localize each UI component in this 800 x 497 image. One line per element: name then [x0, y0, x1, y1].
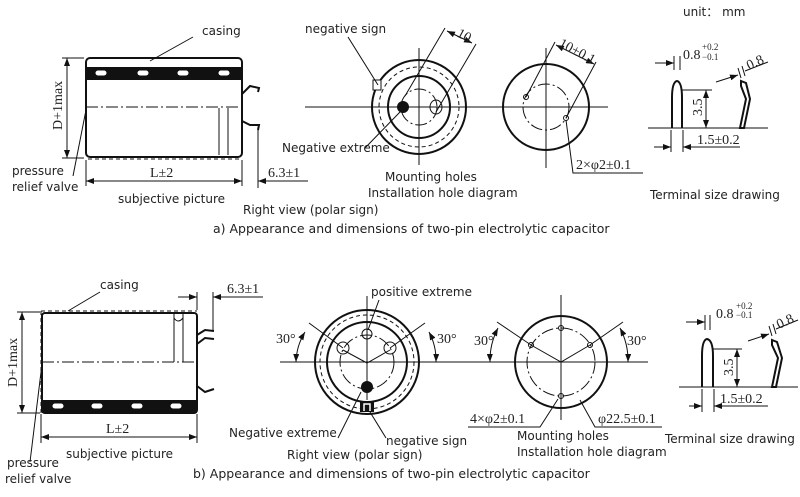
pin-width-dim: 0.8 — [716, 307, 734, 322]
part-b-side-view: casing D+1max L±2 6.3±1 pressure relief … — [5, 278, 263, 486]
tolerance-upper: +0.2 — [702, 42, 718, 52]
pin-height-dim: 3.5 — [722, 359, 737, 377]
negative-sign-label: negative sign — [305, 22, 386, 36]
casing-band — [42, 400, 197, 413]
tolerance-lower: −0.1 — [736, 310, 752, 320]
negative-terminal — [397, 101, 409, 113]
positive-extreme-label: positive extreme — [371, 285, 472, 299]
negative-extreme-label: Negative extreme — [229, 426, 337, 440]
subjective-picture-label: subjective picture — [118, 192, 225, 206]
angle-label: 30° — [627, 334, 647, 349]
caption-a: a) Appearance and dimensions of two-pin … — [213, 221, 610, 236]
part-b-hole-diagram: 30° 30° 4×φ2±0.1 φ22.5±0.1 Mounting hole… — [468, 295, 667, 459]
angle-label: 30° — [437, 332, 457, 347]
terminal-pin-bent — [738, 79, 752, 129]
angle-label: 30° — [276, 332, 296, 347]
pin-spacing-dim: 1.5±0.2 — [720, 392, 763, 407]
right-view-label: Right view (polar sign) — [287, 448, 422, 462]
mounting-hole — [523, 94, 529, 100]
subjective-picture-label: subjective picture — [66, 447, 173, 461]
casing-label: casing — [100, 278, 139, 292]
mounting-hole — [528, 342, 534, 348]
part-a-right-view: negative sign Negative extreme 10 Mounti… — [282, 22, 608, 200]
mounting-hole — [558, 325, 564, 331]
diameter-dim: D+1max — [6, 338, 21, 387]
mounting-hole — [558, 393, 564, 399]
pressure-relief-label: pressure — [7, 456, 59, 470]
tolerance-lower: −0.1 — [702, 52, 718, 62]
mounting-hole — [587, 342, 593, 348]
length-dim: L±2 — [150, 166, 173, 181]
positive-terminal — [361, 328, 373, 340]
terminal-pin — [701, 337, 714, 387]
terminal-pin — [671, 79, 683, 128]
negative-extreme-label: Negative extreme — [282, 141, 390, 155]
terminal-pin-bent — [770, 338, 784, 388]
caption-b: b) Appearance and dimensions of two-pin … — [193, 466, 591, 481]
hole-diameter-dim: 2×φ2±0.1 — [576, 158, 631, 173]
pin-spacing-dim: 10 — [454, 26, 473, 46]
part-b-right-view: 30° 30° positive extreme Negative extrem… — [229, 285, 648, 462]
pressure-relief-label: pressure — [12, 164, 64, 178]
pressure-relief-label: relief valve — [5, 472, 71, 486]
casing-label: casing — [202, 24, 241, 38]
installation-diagram-label: Installation hole diagram — [517, 445, 667, 459]
tolerance-upper: +0.2 — [736, 301, 752, 311]
terminal-length-dim: 6.3±1 — [268, 166, 300, 181]
positive-terminal — [429, 99, 443, 115]
hole-spacing-dim: 10±0.1 — [556, 36, 598, 68]
hole-diameter-dim: 4×φ2±0.1 — [470, 412, 525, 427]
casing-band — [86, 67, 242, 80]
terminal-pin — [241, 84, 261, 95]
pin-width-dim: 0.8 — [683, 48, 701, 63]
part-a-terminal-drawing: 0.8 +0.2 −0.1 3.5 1.5±0.2 0.8 Terminal s… — [648, 42, 780, 202]
terminal-pin — [241, 120, 261, 131]
negative-sign-mark — [372, 79, 382, 91]
negative-sign-label: negative sign — [386, 434, 467, 448]
pin-height-dim: 3.5 — [691, 99, 706, 117]
pin-thickness-dim: 0.8 — [774, 312, 796, 333]
terminal-drawing-label: Terminal size drawing — [664, 432, 795, 446]
mounting-holes-label: Mounting holes — [385, 170, 477, 184]
negative-sign-mark — [360, 401, 374, 412]
pin-spacing-dim: 1.5±0.2 — [697, 133, 740, 148]
length-dim: L±2 — [106, 422, 129, 437]
pitch-circle-dim: φ22.5±0.1 — [598, 412, 656, 427]
installation-diagram-label: Installation hole diagram — [368, 186, 518, 200]
terminal-drawing-label: Terminal size drawing — [649, 188, 780, 202]
part-a-side-view: casing D+1max L±2 6.3±1 pressure relief … — [12, 24, 378, 217]
negative-terminal — [361, 381, 373, 393]
part-b-terminal-drawing: 0.8 +0.2 −0.1 3.5 1.5±0.2 0.8 Terminal s… — [664, 301, 799, 446]
right-view-label: Right view (polar sign) — [243, 203, 378, 217]
angle-label: 30° — [474, 334, 494, 349]
pin-thickness-dim: 0.8 — [744, 53, 766, 74]
part-a-hole-diagram: 10±0.1 2×φ2±0.1 — [502, 36, 643, 174]
terminal-length-dim: 6.3±1 — [227, 282, 259, 297]
unit-label: unit： mm — [683, 5, 745, 19]
mounting-holes-label: Mounting holes — [517, 429, 609, 443]
pressure-relief-label: relief valve — [12, 180, 78, 194]
diameter-dim: D+1max — [51, 81, 66, 130]
